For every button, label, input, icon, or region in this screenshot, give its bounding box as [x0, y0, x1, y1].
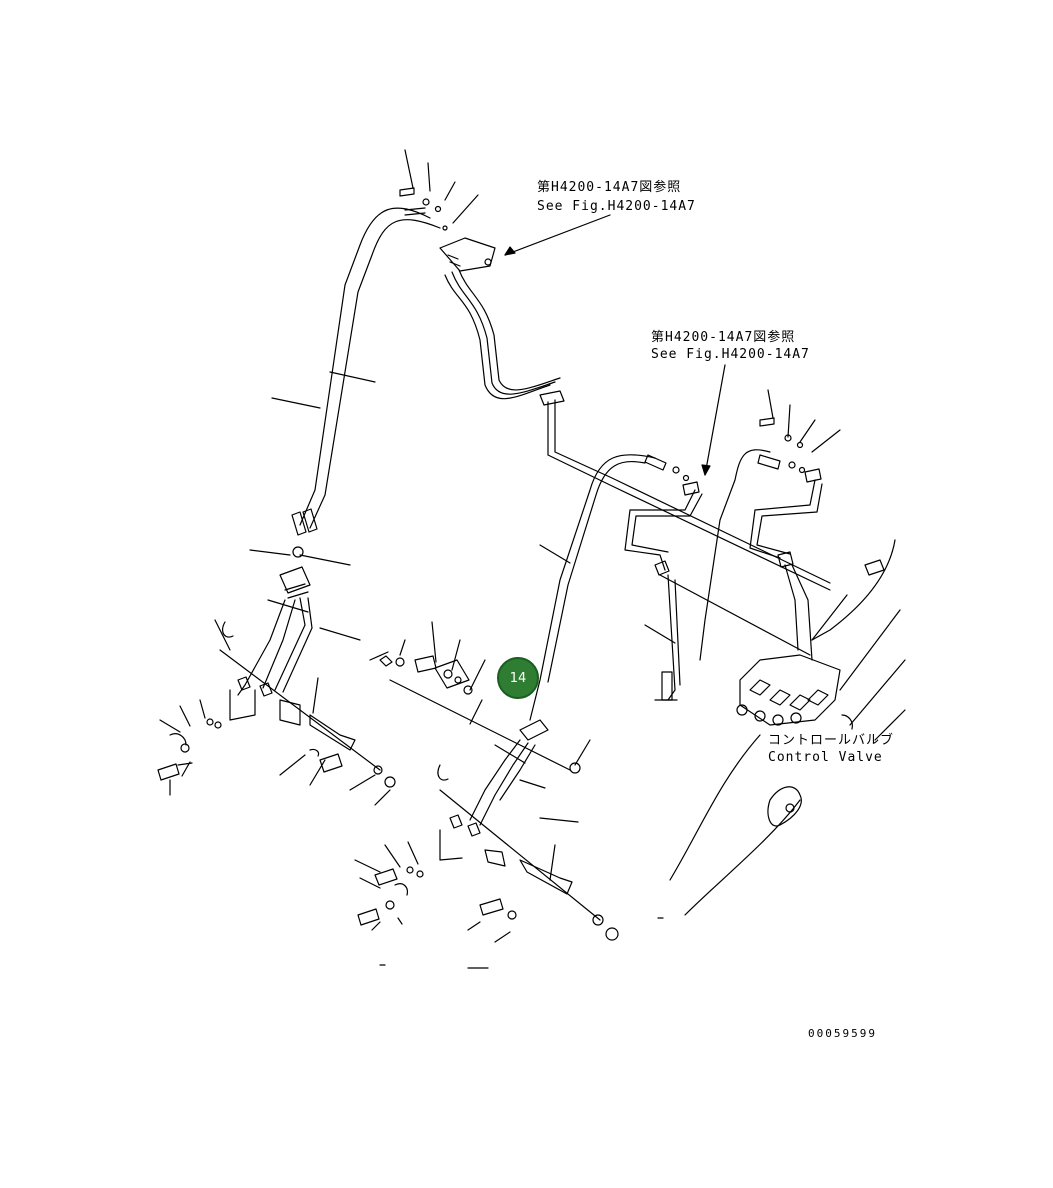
part-callout-number: 14 [509, 670, 527, 686]
middle-pipe-set [444, 269, 831, 591]
reference-label-2-jp: 第H4200-14A7図参照 [651, 330, 796, 345]
valve-supply-pipes [699, 389, 841, 661]
reference-leaders [504, 214, 848, 644]
reference-label-1-jp: 第H4200-14A7図参照 [537, 180, 682, 195]
reference-label-1-en: See Fig.H4200-14A7 [537, 199, 696, 214]
control-valve-body [669, 539, 906, 916]
left-lever-assembly [157, 371, 396, 806]
reference-label-2-en: See Fig.H4200-14A7 [651, 347, 810, 362]
control-valve-label-en: Control Valve [768, 750, 883, 765]
center-lever-assembly [354, 621, 664, 969]
left-pipe [291, 207, 441, 536]
top-bracket [399, 149, 496, 272]
drawing-number: 00059599 [808, 1027, 877, 1040]
part-callout-14[interactable]: 14 [497, 657, 539, 699]
control-valve-label-jp: コントロールバルブ [768, 733, 895, 748]
right-upper-pipes [529, 454, 811, 721]
